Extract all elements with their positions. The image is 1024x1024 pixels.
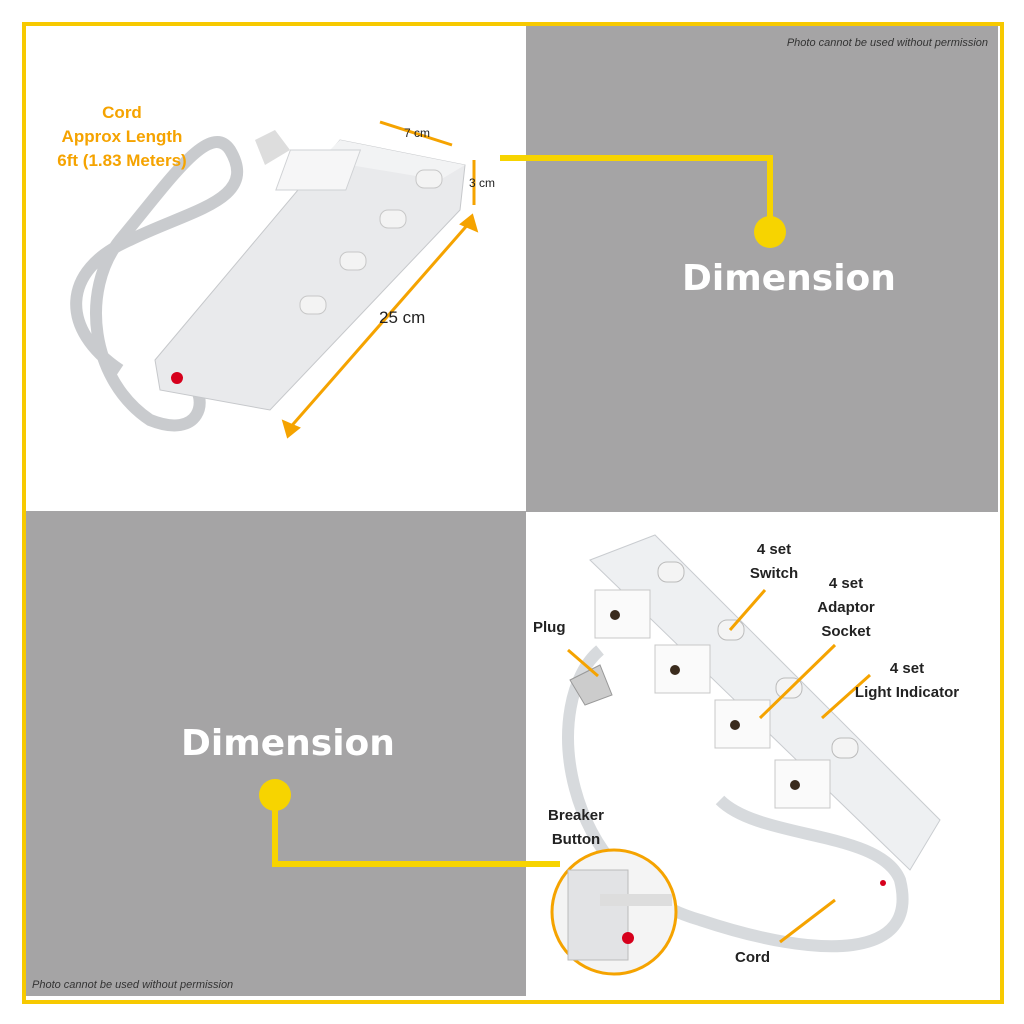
indicator-label-line: 4 set — [889, 660, 925, 677]
power-strip-bottom-image — [562, 534, 941, 953]
image-frame — [22, 22, 1004, 1004]
cord-label-line: 6ft (1.83 Meters) — [57, 151, 187, 170]
cord-label-line: Approx Length — [61, 127, 183, 146]
width-measurement: 7 cm — [404, 126, 431, 140]
switch-label-line: Switch — [749, 565, 799, 582]
breaker-closeup — [550, 848, 678, 976]
socket-label-line: 4 set — [828, 575, 864, 592]
dimension-title-panel-bottom — [26, 511, 526, 996]
height-measurement: 3 cm — [469, 176, 496, 190]
switch-label: 4 set Switch — [734, 538, 814, 586]
breaker-label-line: Breaker — [548, 807, 604, 824]
indicator-label: 4 set Light Indicator — [842, 657, 972, 705]
cord-label-line: Cord — [102, 103, 142, 122]
socket-label: 4 set Adaptor Socket — [801, 572, 891, 644]
cord-length-label: Cord Approx Length 6ft (1.83 Meters) — [42, 101, 202, 173]
cord-label: Cord — [735, 949, 770, 966]
power-strip-top-image — [70, 130, 466, 432]
breaker-label: Breaker Button — [538, 804, 614, 852]
watermark-bottom: Photo cannot be used without permission — [32, 979, 234, 991]
dimension-arrows — [281, 120, 479, 439]
socket-label-line: Adaptor — [817, 599, 875, 616]
dimension-title-top: Dimension — [682, 258, 896, 299]
socket-label-line: Socket — [821, 623, 871, 640]
switch-label-line: 4 set — [756, 541, 792, 558]
dimension-title-bottom: Dimension — [181, 723, 395, 764]
dimension-title-panel-top — [526, 26, 998, 512]
plug-label: Plug — [533, 619, 566, 636]
indicator-label-line: Light Indicator — [854, 684, 960, 701]
connector-line-top — [500, 155, 786, 248]
watermark-top: Photo cannot be used without permission — [786, 37, 988, 49]
callout-lines — [567, 589, 872, 944]
breaker-label-line: Button — [551, 831, 601, 848]
connector-line-bottom — [259, 779, 560, 867]
length-measurement: 25 cm — [379, 308, 426, 327]
